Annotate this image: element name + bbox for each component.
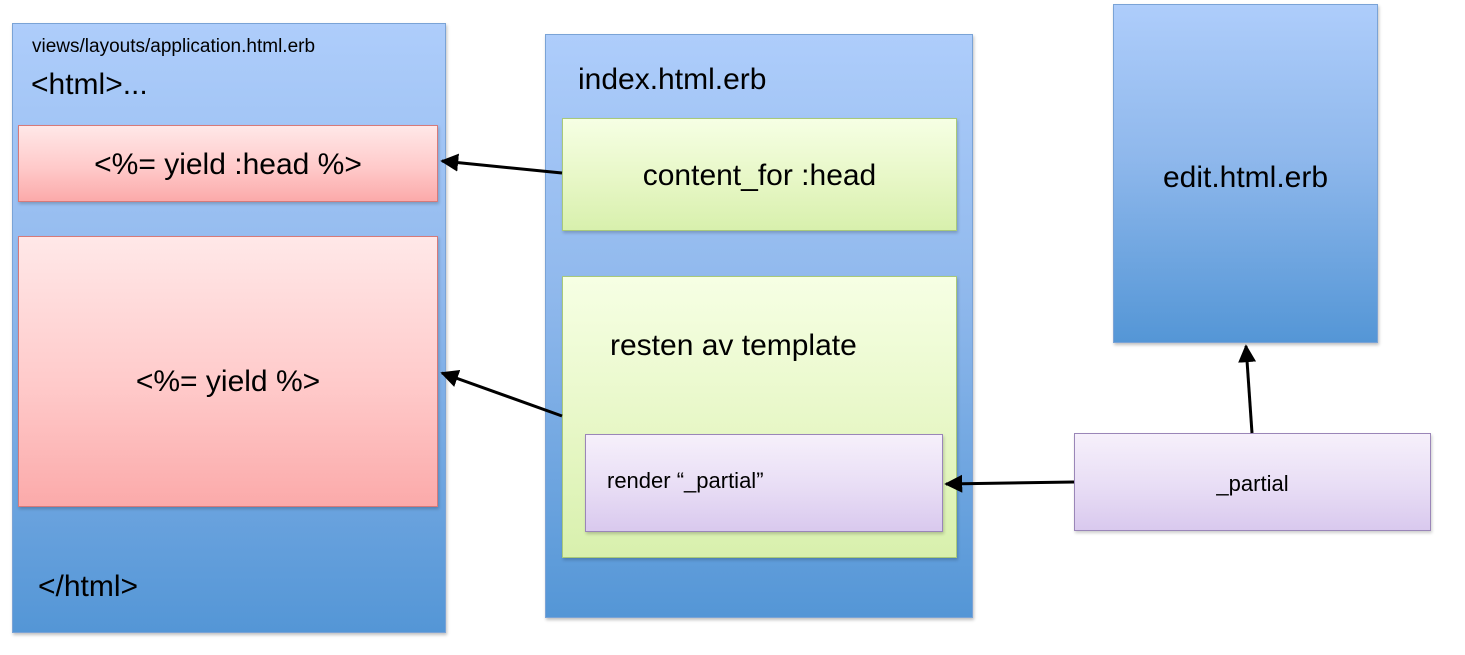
arrow-rest-to-yield-main <box>440 369 563 418</box>
yield-head-box: <%= yield :head %> <box>18 125 438 202</box>
arrow-partial-to-edit <box>1238 344 1257 434</box>
index-filename: index.html.erb <box>578 63 767 96</box>
rest-of-template-label: resten av template <box>610 329 857 362</box>
layout-filename: views/layouts/application.html.erb <box>32 36 316 57</box>
content-for-box: content_for :head <box>562 118 957 231</box>
yield-main-label: <%= yield %> <box>135 365 321 398</box>
arrow-partial-to-render <box>944 474 1075 493</box>
partial-file-box: _partial <box>1074 433 1431 531</box>
edit-file-box: edit.html.erb <box>1113 4 1378 343</box>
layout-close-tag: </html> <box>38 570 139 603</box>
yield-head-label: <%= yield :head %> <box>94 148 362 181</box>
arrow-content-for-to-yield-head <box>440 153 563 175</box>
yield-main-box: <%= yield %> <box>18 236 438 507</box>
render-partial-box: render “_partial” <box>585 434 943 532</box>
edit-filename: edit.html.erb <box>1162 161 1329 194</box>
content-for-label: content_for :head <box>642 159 877 192</box>
render-partial-label: render “_partial” <box>607 468 764 493</box>
partial-label: _partial <box>1216 471 1289 496</box>
layout-open-tag: <html>... <box>31 68 148 101</box>
